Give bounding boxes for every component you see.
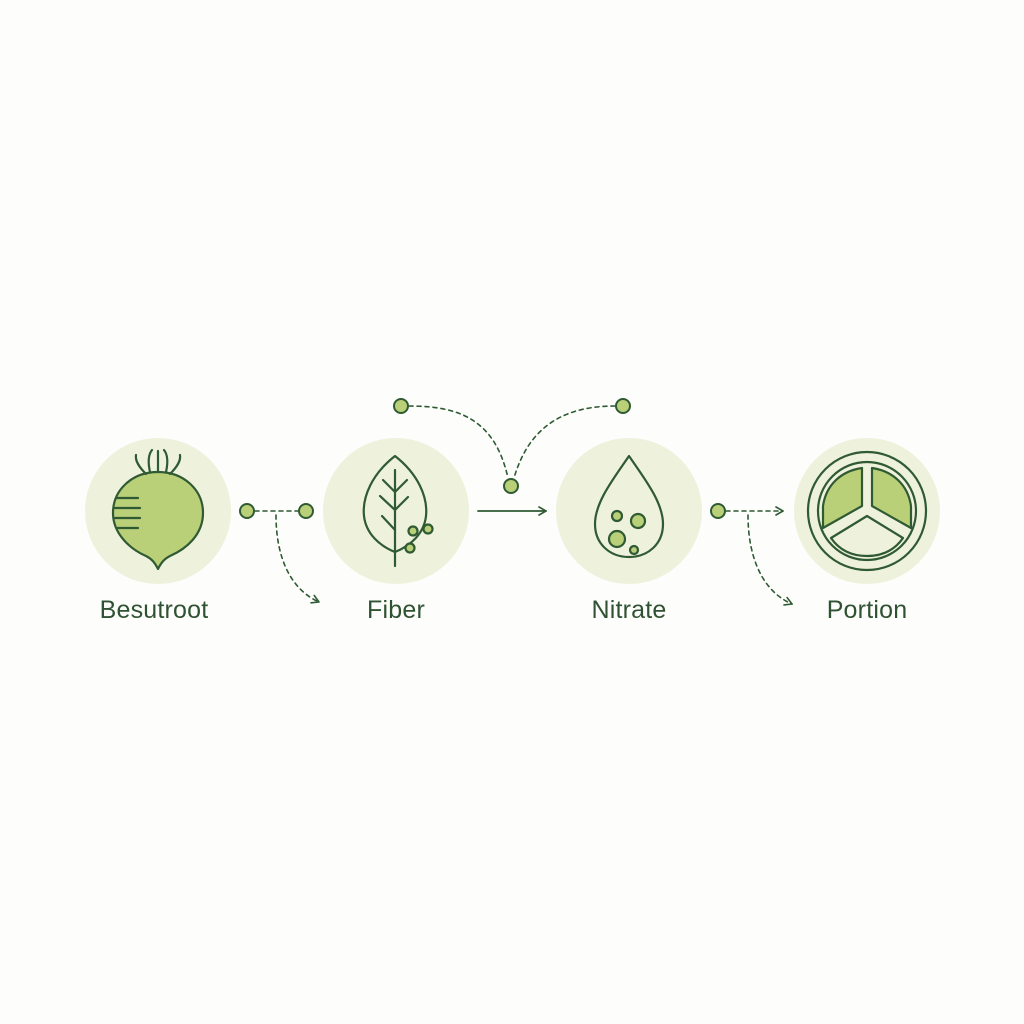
leaf-icon (362, 454, 434, 568)
connector-beetroot-fiber (239, 503, 320, 604)
plate-icon (806, 450, 928, 572)
connector-nitrate-portion (710, 503, 793, 606)
portion-node-circle (794, 438, 940, 584)
portion-label: Portion (826, 596, 908, 624)
droplet-icon (593, 454, 665, 559)
nitrate-node-circle (556, 438, 702, 584)
beetroot-label: Besutroot (99, 596, 209, 624)
fiber-label: Fiber (367, 596, 425, 624)
connector-top-arcs (393, 398, 631, 494)
nitrate-label: Nitrate (591, 596, 667, 624)
beetroot-icon (111, 448, 205, 571)
